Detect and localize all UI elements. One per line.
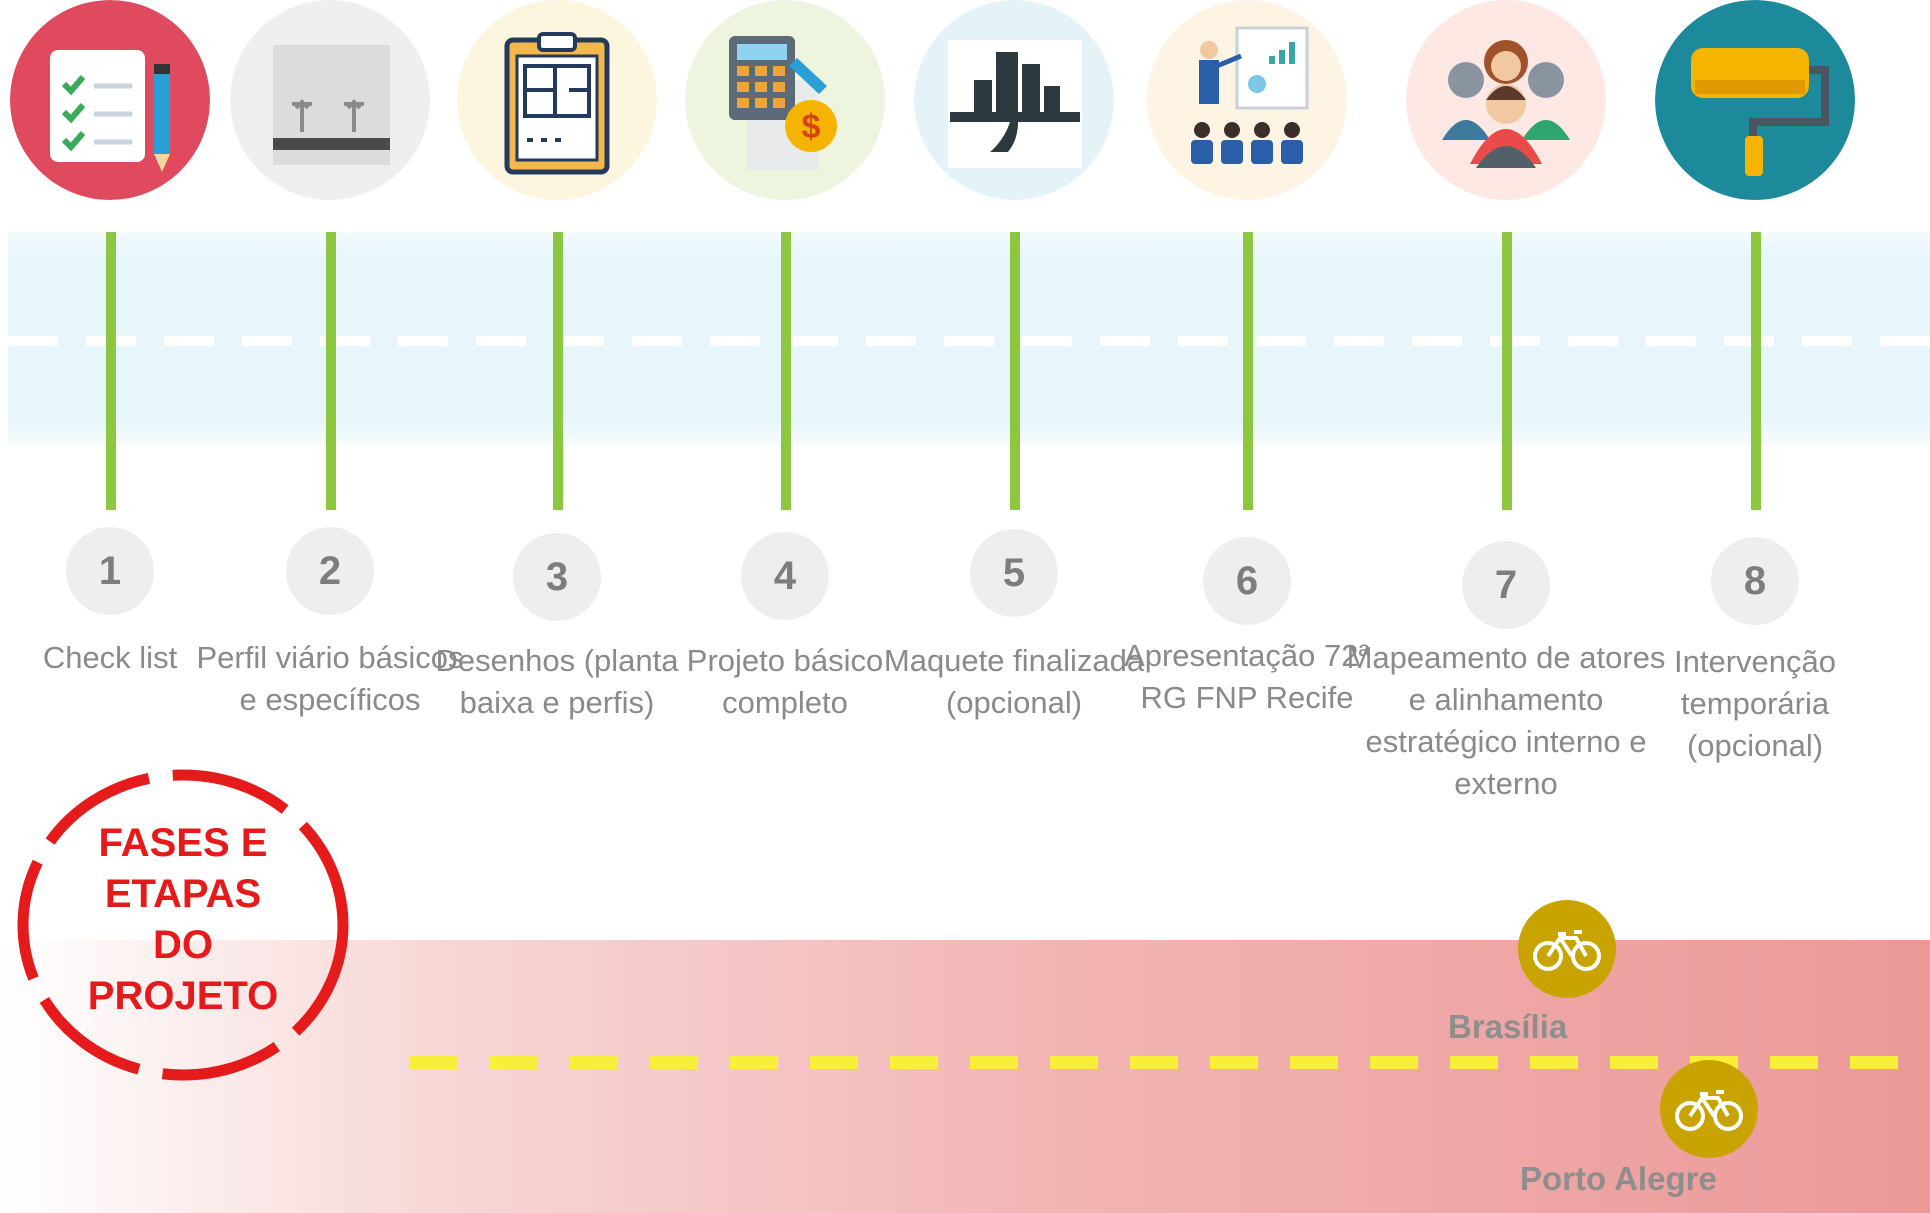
paint-roller-icon <box>1655 0 1855 200</box>
floor-plan-clipboard-icon <box>457 0 657 200</box>
yellow-road-dash <box>410 1056 1930 1069</box>
timeline-pole <box>106 232 116 510</box>
city-name: Porto Alegre <box>1520 1160 1717 1197</box>
stage-number: 3 <box>513 533 601 621</box>
stamp-line: DO <box>153 923 213 967</box>
stage-number: 1 <box>66 527 154 615</box>
stamp-line: PROJETO <box>87 974 279 1018</box>
stage-label: Check list <box>42 640 178 675</box>
stage-number: 4 <box>741 532 829 620</box>
stage-number: 6 <box>1203 537 1291 625</box>
svg-text:$: $ <box>802 108 821 146</box>
bicycle-icon <box>1518 900 1616 998</box>
street-profile-icon <box>230 0 430 200</box>
bicycle-icon <box>1660 1060 1758 1158</box>
presentation-icon <box>1147 0 1347 200</box>
stamp-line: ETAPAS <box>104 872 262 916</box>
stage-label: Projeto básico completo <box>686 643 884 720</box>
road-center-dash <box>8 336 1930 346</box>
stage-label: Intervenção temporária (opcional) <box>1674 644 1836 763</box>
timeline-pole <box>1243 232 1253 510</box>
blue-road-band <box>8 232 1930 444</box>
timeline-pole <box>1751 232 1761 510</box>
checklist-icon <box>10 0 210 200</box>
timeline-pole <box>1010 232 1020 510</box>
stage-number: 2 <box>286 527 374 615</box>
stage-number: 8 <box>1711 537 1799 625</box>
stage-label: Apresentação 72ª RG FNP Recife <box>1124 638 1370 715</box>
stamp-circle <box>17 769 349 1081</box>
people-group-icon <box>1406 0 1606 200</box>
stage-label: Mapeamento de atores e alinhamento estra… <box>1346 640 1666 801</box>
red-road-band <box>0 940 1930 1213</box>
stage-label: Maquete finalizada (opcional) <box>883 643 1145 720</box>
stage-number: 7 <box>1462 541 1550 629</box>
city-model-icon <box>914 0 1114 200</box>
timeline-pole <box>553 232 563 510</box>
calculator-budget-icon: $ <box>685 0 885 200</box>
stage-number: 5 <box>970 529 1058 617</box>
stamp-text: FASES E ETAPAS DO PROJETO <box>8 818 358 1022</box>
timeline-pole <box>326 232 336 510</box>
stamp-line: FASES E <box>98 821 268 865</box>
timeline-pole <box>1502 232 1512 510</box>
stage-label: Desenhos (planta baixa e perfis) <box>435 643 679 720</box>
city-name: Brasília <box>1448 1008 1568 1045</box>
timeline-pole <box>781 232 791 510</box>
stage-label: Perfil viário básicos e específicos <box>196 640 464 717</box>
